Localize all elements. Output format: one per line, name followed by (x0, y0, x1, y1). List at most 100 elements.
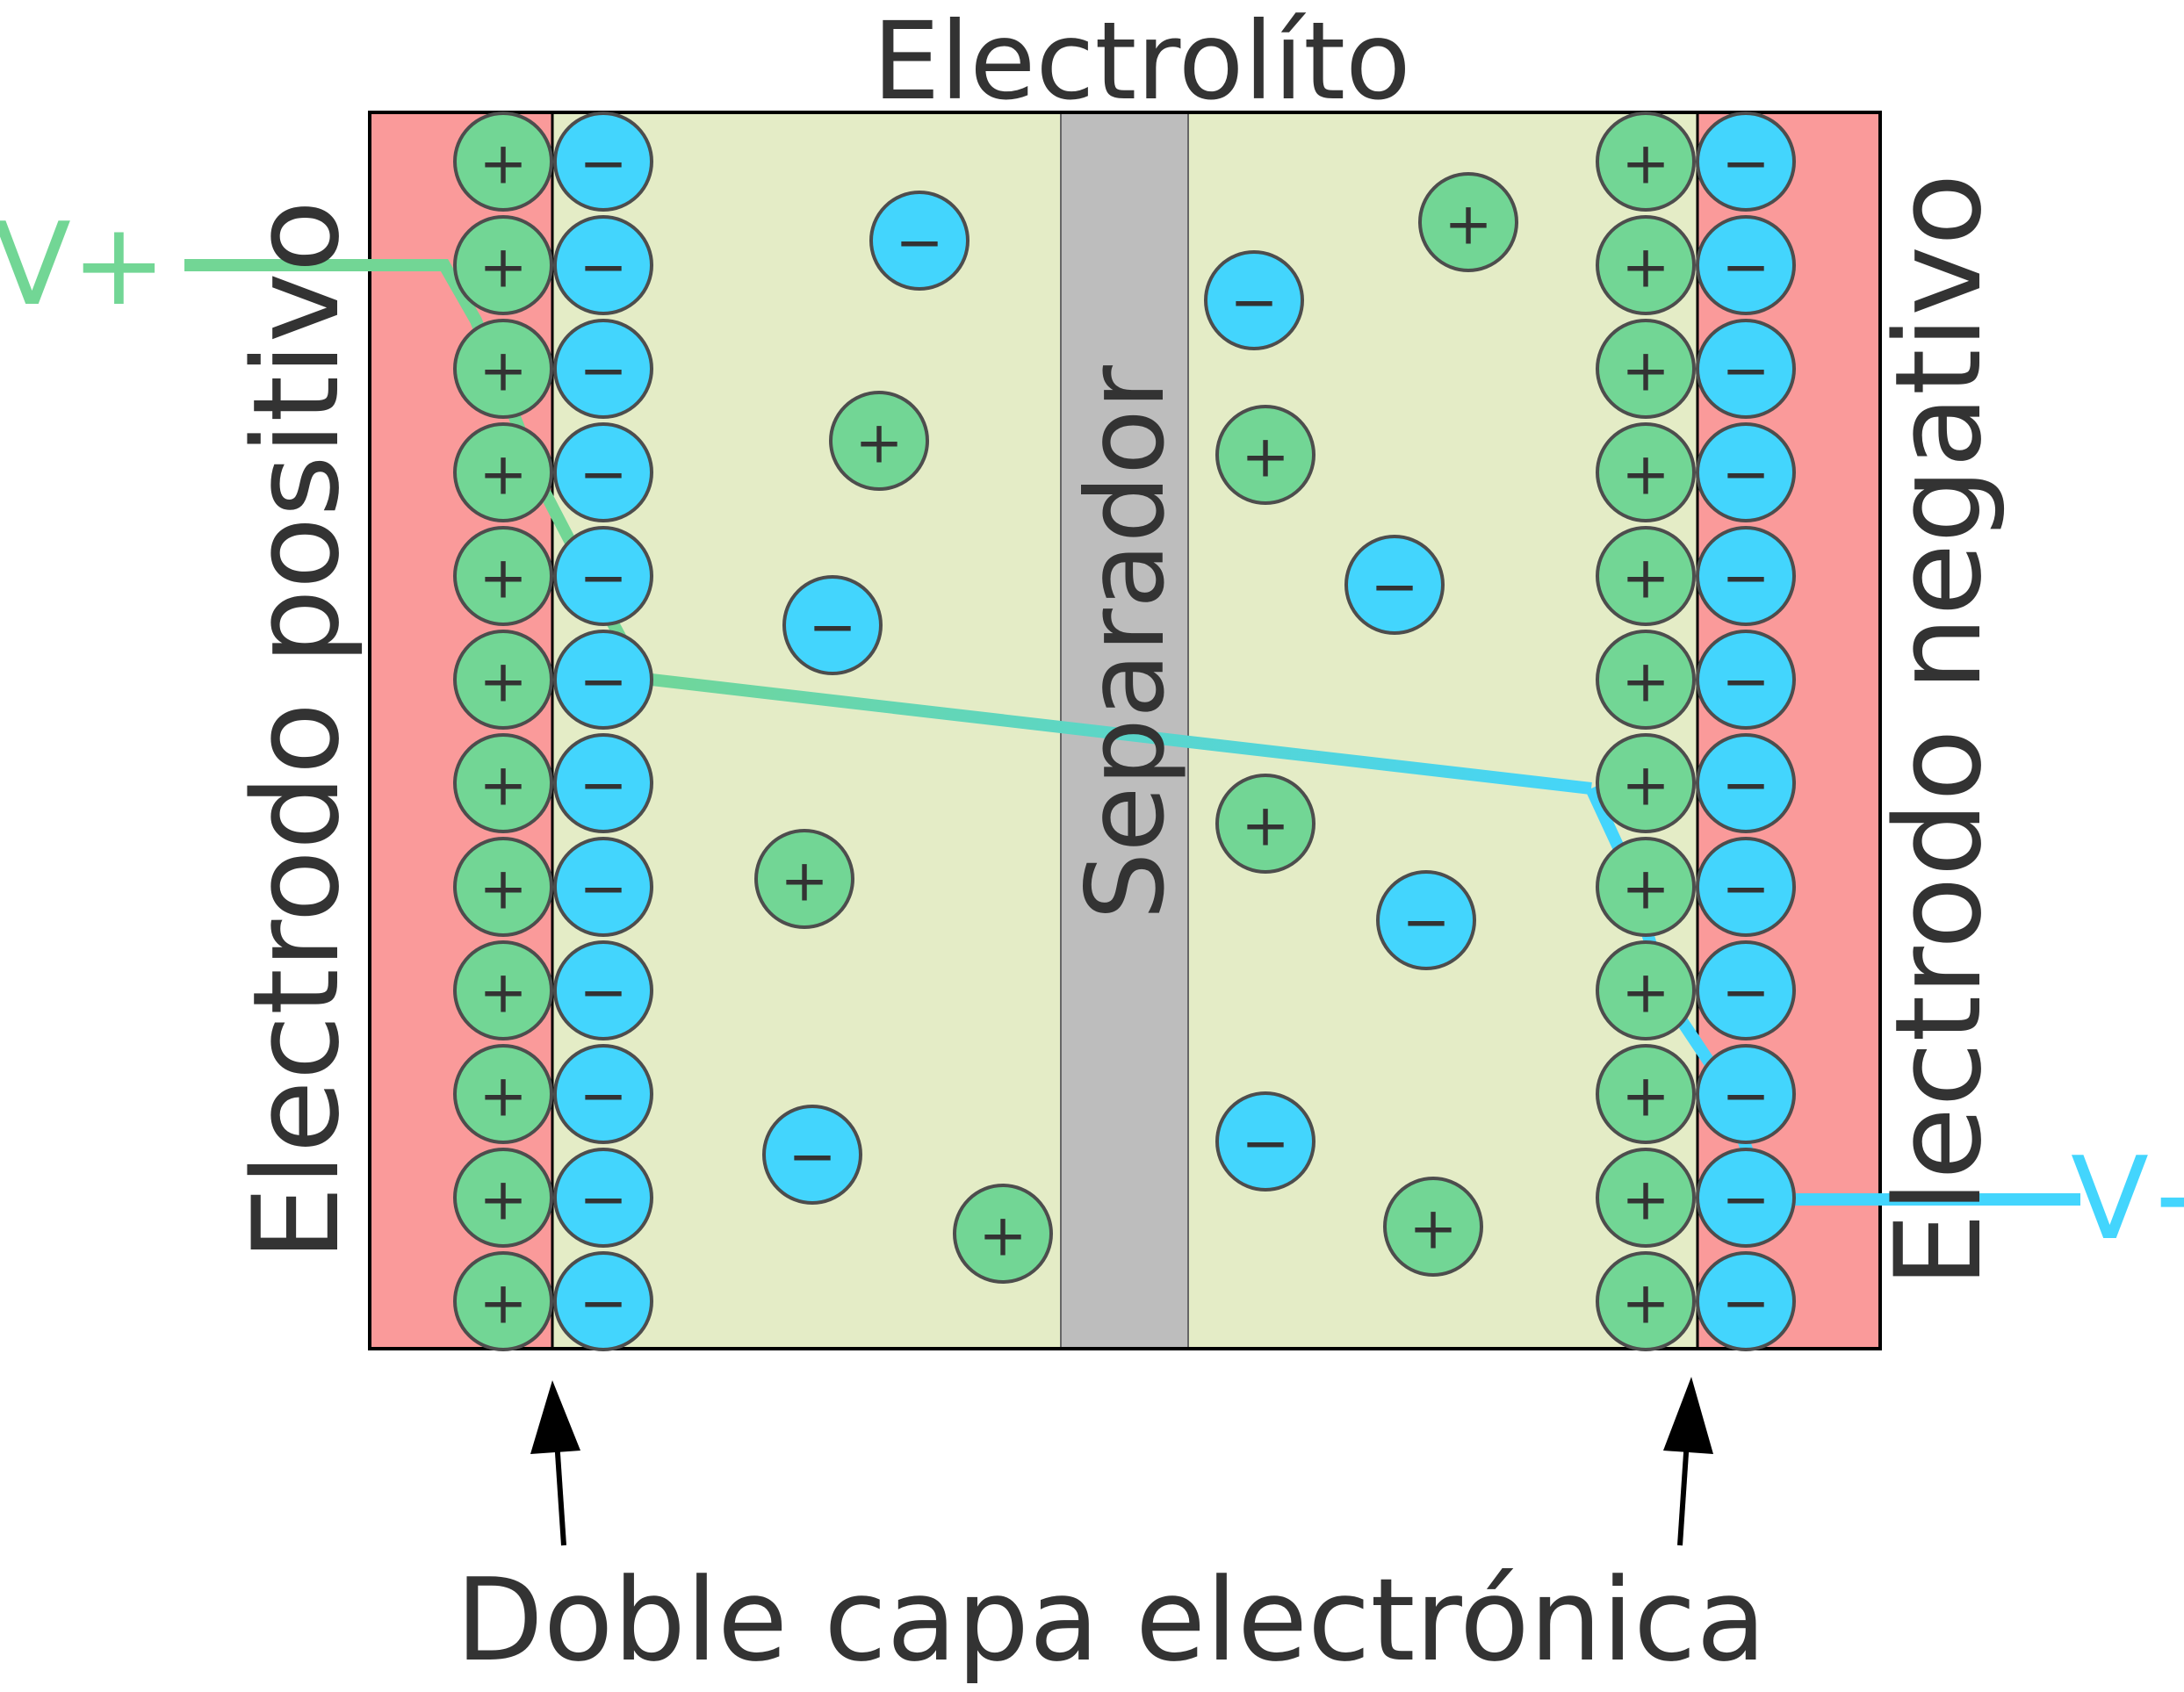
anion-ion: − (1696, 837, 1796, 937)
svg-text:+: + (479, 130, 527, 198)
cation-ion: + (1596, 1044, 1696, 1144)
cation-ion: + (453, 526, 553, 626)
svg-text:+: + (780, 847, 828, 915)
svg-text:−: − (1721, 234, 1770, 301)
cation-ion: + (1596, 1148, 1696, 1248)
connecting-wire (605, 668, 1592, 795)
cation-ion: + (1596, 112, 1696, 212)
svg-text:−: − (579, 752, 627, 819)
svg-text:−: − (579, 648, 627, 716)
svg-text:−: − (1721, 130, 1770, 198)
free-anion-ion: − (762, 1105, 862, 1205)
free-anion-ion: − (1344, 535, 1445, 635)
cation-ion: + (1596, 422, 1696, 522)
cation-ion: + (453, 1148, 553, 1248)
negative-electrode-plate (1697, 112, 1880, 1349)
anion-ion: − (1696, 1044, 1796, 1144)
svg-text:+: + (1621, 752, 1669, 819)
free-anion-ion: − (782, 575, 883, 675)
svg-text:−: − (579, 1166, 627, 1234)
v-plus-label: V+ (0, 198, 167, 331)
svg-text:+: + (479, 1270, 527, 1337)
svg-text:−: − (1721, 544, 1770, 612)
svg-text:−: − (579, 1270, 627, 1337)
anion-ion: − (553, 319, 653, 419)
svg-text:+: + (1409, 1195, 1457, 1263)
positive-electrode-plate (370, 112, 552, 1349)
cation-ion: + (453, 112, 553, 212)
cation-ion: + (1596, 733, 1696, 833)
anion-ion: − (1696, 940, 1796, 1040)
svg-text:+: + (479, 1166, 527, 1234)
svg-text:−: − (788, 1123, 836, 1191)
svg-text:+: + (1621, 1166, 1669, 1234)
svg-text:−: − (1721, 1270, 1770, 1337)
anion-ion: − (1696, 112, 1796, 212)
anion-ion: − (553, 526, 653, 626)
svg-text:+: + (479, 855, 527, 923)
free-anion-ion: − (869, 191, 969, 291)
anion-ion: − (553, 837, 653, 937)
svg-text:−: − (1721, 855, 1770, 923)
cation-ion: + (453, 630, 553, 730)
separator-label: Separador (1063, 364, 1188, 920)
svg-text:−: − (808, 594, 856, 661)
double-layer-label: Doble capa electrónica (456, 1553, 1767, 1687)
v-minus-label: V− (2071, 1132, 2184, 1265)
anion-ion: − (553, 1044, 653, 1144)
svg-text:+: + (479, 752, 527, 819)
cation-ion: + (453, 422, 553, 522)
electrolyte-label: Electrolíto (872, 0, 1410, 124)
svg-text:+: + (978, 1202, 1027, 1270)
anion-ion: − (553, 1251, 653, 1351)
svg-text:+: + (1241, 792, 1289, 860)
cation-ion: + (1596, 319, 1696, 419)
negative-electrode-label: Electrodo negativo (1870, 173, 2007, 1287)
svg-text:−: − (1402, 889, 1450, 956)
cation-ion: + (453, 940, 553, 1040)
free-cation-ion: + (1215, 405, 1315, 505)
svg-text:+: + (1621, 648, 1669, 716)
svg-text:+: + (1241, 423, 1289, 491)
svg-text:−: − (579, 234, 627, 301)
cation-ion: + (453, 215, 553, 315)
anion-ion: − (1696, 319, 1796, 419)
free-cation-ion: + (1383, 1177, 1483, 1277)
svg-text:−: − (579, 337, 627, 405)
svg-text:+: + (1621, 959, 1669, 1026)
cation-ion: + (453, 1251, 553, 1351)
cation-ion: + (1596, 1251, 1696, 1351)
svg-text:−: − (579, 130, 627, 198)
svg-text:+: + (479, 1062, 527, 1130)
svg-text:+: + (1621, 441, 1669, 508)
free-anion-ion: − (1376, 870, 1476, 970)
positive-electrode-label: Electrodo positivo (227, 200, 365, 1261)
anion-ion: − (1696, 1148, 1796, 1248)
svg-text:+: + (854, 409, 903, 477)
svg-text:−: − (1241, 1110, 1289, 1177)
cation-ion: + (453, 319, 553, 419)
anion-ion: − (1696, 215, 1796, 315)
svg-text:−: − (1721, 752, 1770, 819)
cation-ion: + (453, 733, 553, 833)
svg-text:−: − (1721, 441, 1770, 508)
anion-ion: − (553, 733, 653, 833)
svg-text:−: − (1229, 269, 1278, 336)
anion-ion: − (553, 112, 653, 212)
anion-ion: − (1696, 733, 1796, 833)
free-cation-ion: + (1215, 774, 1315, 874)
cell-outline (368, 111, 1882, 1350)
svg-text:+: + (1621, 1062, 1669, 1130)
anion-ion: − (1696, 1251, 1796, 1351)
left-double-layer-arrow (530, 1380, 580, 1546)
svg-text:−: − (895, 209, 943, 277)
anion-ion: − (1696, 422, 1796, 522)
svg-text:+: + (1621, 1270, 1669, 1337)
free-cation-ion: + (953, 1184, 1053, 1284)
svg-text:+: + (1621, 234, 1669, 301)
svg-text:+: + (479, 234, 527, 301)
anion-ion: − (1696, 630, 1796, 730)
cation-ion: + (453, 837, 553, 937)
anion-ion: − (553, 215, 653, 315)
